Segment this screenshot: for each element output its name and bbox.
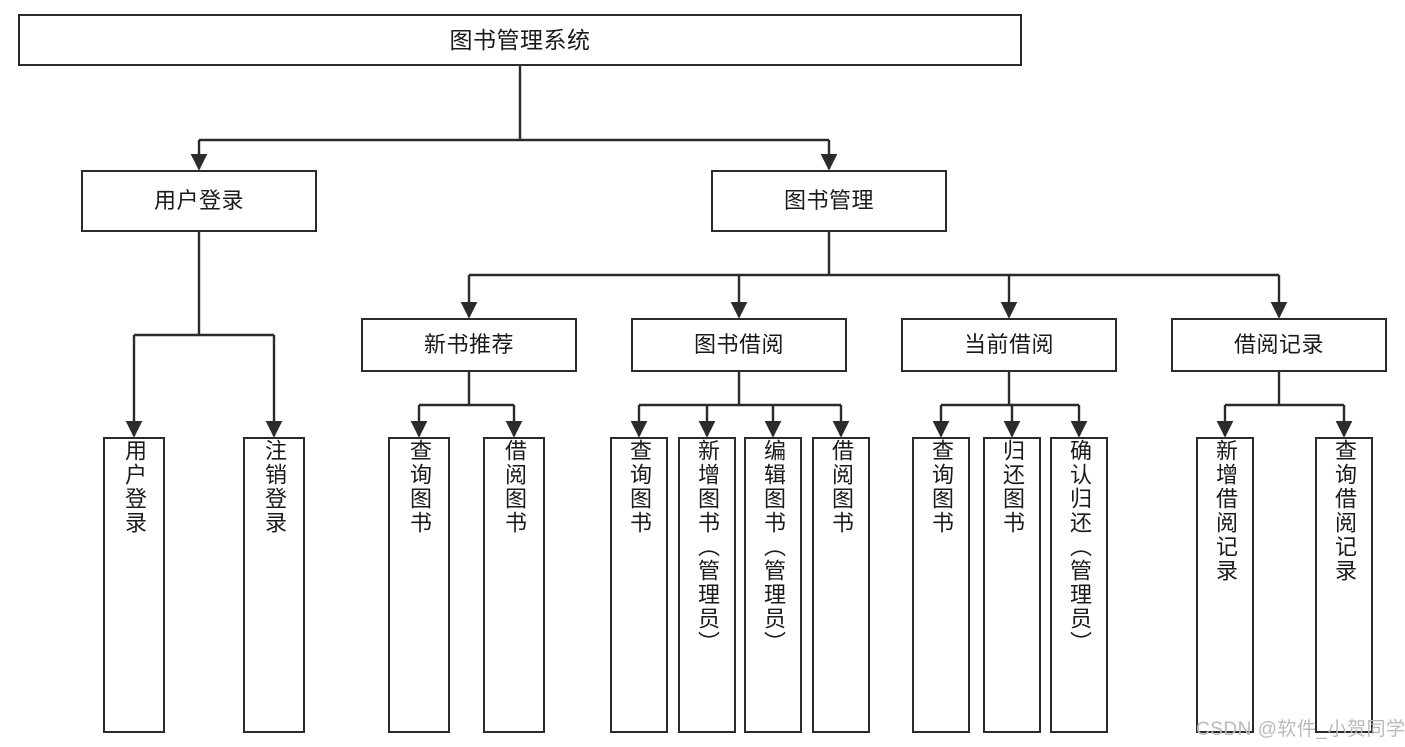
node-label-leaf-user-login: 用户登录: [121, 439, 147, 535]
node-label-leaf-query-3: 查询图书: [928, 439, 954, 535]
node-label-leaf-logout: 注销登录: [261, 439, 287, 535]
node-label-leaf-return: 归还图书: [999, 439, 1025, 535]
node-leaf-query-2[interactable]: 查询图书: [610, 437, 668, 733]
node-label-borrow-record: 借阅记录: [1233, 332, 1324, 357]
node-borrow-record[interactable]: 借阅记录: [1171, 318, 1387, 372]
node-label-leaf-query-2: 查询图书: [626, 439, 652, 535]
node-label-new-book-rec: 新书推荐: [423, 332, 514, 357]
node-leaf-borrow-2[interactable]: 借阅图书: [812, 437, 870, 733]
node-leaf-confirm[interactable]: 确认归还（管理员）: [1050, 437, 1108, 733]
node-label-leaf-add-book: 新增图书（管理员）: [694, 439, 720, 655]
node-label-leaf-confirm: 确认归还（管理员）: [1066, 439, 1092, 655]
node-new-book-rec[interactable]: 新书推荐: [361, 318, 577, 372]
node-leaf-query-1[interactable]: 查询图书: [388, 437, 450, 733]
node-label-leaf-borrow-2: 借阅图书: [828, 439, 854, 535]
node-leaf-logout[interactable]: 注销登录: [243, 437, 305, 733]
node-book-manage[interactable]: 图书管理: [711, 170, 947, 232]
node-leaf-return[interactable]: 归还图书: [983, 437, 1041, 733]
node-leaf-user-login[interactable]: 用户登录: [103, 437, 165, 733]
node-current-borrow[interactable]: 当前借阅: [901, 318, 1117, 372]
watermark-text: CSDN @软件_小贺同学: [1196, 719, 1405, 740]
node-label-leaf-add-rec: 新增借阅记录: [1212, 439, 1238, 583]
node-label-user-login: 用户登录: [153, 188, 244, 213]
node-book-borrow[interactable]: 图书借阅: [631, 318, 847, 372]
node-leaf-add-book[interactable]: 新增图书（管理员）: [678, 437, 736, 733]
node-leaf-edit-book[interactable]: 编辑图书（管理员）: [744, 437, 802, 733]
node-leaf-add-rec[interactable]: 新增借阅记录: [1196, 437, 1254, 733]
node-label-leaf-borrow-1: 借阅图书: [501, 439, 527, 535]
node-user-login[interactable]: 用户登录: [81, 170, 317, 232]
node-label-book-manage: 图书管理: [783, 188, 874, 213]
node-label-leaf-edit-book: 编辑图书（管理员）: [760, 439, 786, 655]
node-leaf-borrow-1[interactable]: 借阅图书: [483, 437, 545, 733]
node-label-leaf-query-rec: 查询借阅记录: [1331, 439, 1357, 583]
node-label-current-borrow: 当前借阅: [963, 332, 1054, 357]
node-leaf-query-3[interactable]: 查询图书: [912, 437, 970, 733]
node-root[interactable]: 图书管理系统: [18, 14, 1022, 66]
node-leaf-query-rec[interactable]: 查询借阅记录: [1315, 437, 1373, 733]
node-label-leaf-query-1: 查询图书: [406, 439, 432, 535]
node-label-root: 图书管理系统: [449, 26, 591, 53]
node-label-book-borrow: 图书借阅: [693, 332, 784, 357]
